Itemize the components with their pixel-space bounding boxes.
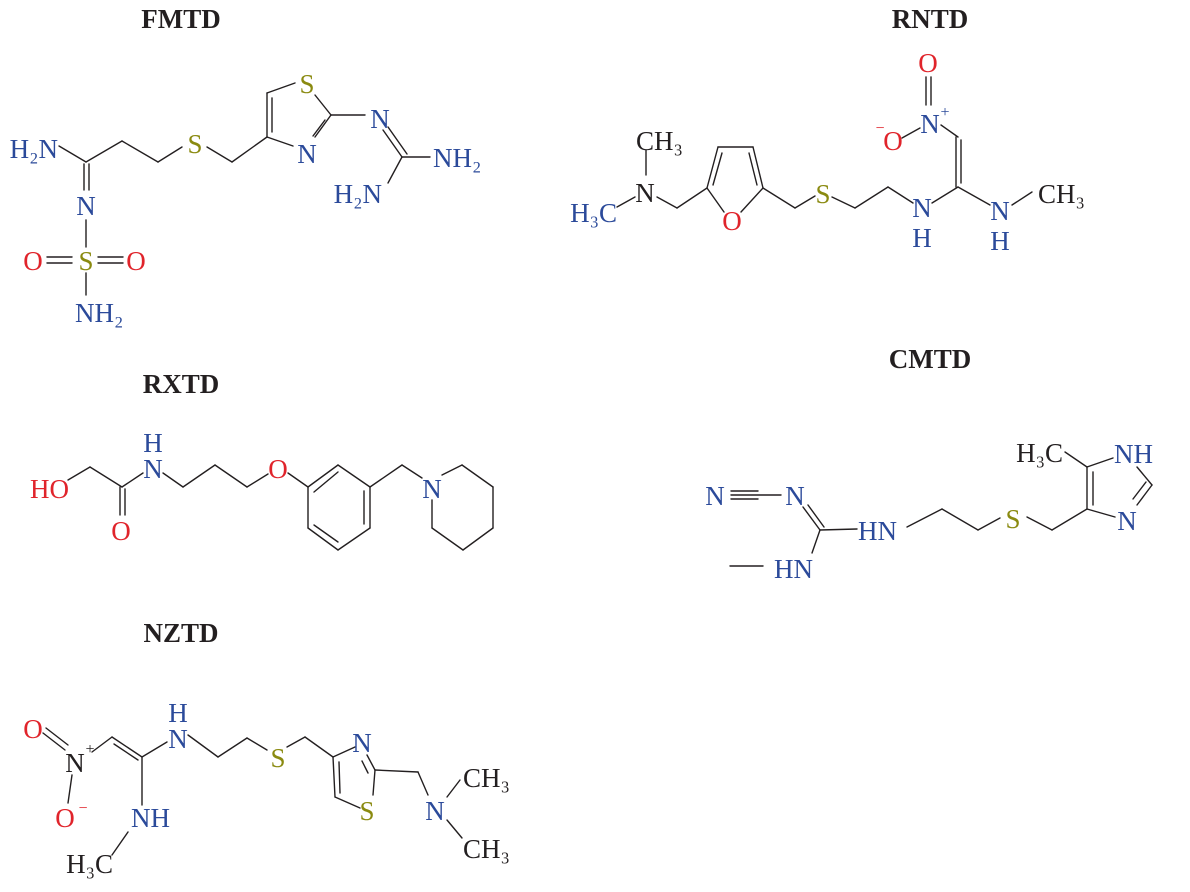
atom-label: H: [168, 698, 188, 728]
atom-label: CH₃: [463, 834, 510, 864]
bonds: [42, 727, 463, 856]
bonds: [729, 451, 1153, 567]
atom-label: O: [55, 803, 75, 833]
atom-label: H: [990, 226, 1010, 256]
molecule-cmtd: CMTD N N HN HN S NH N H₃C: [705, 344, 1153, 584]
molecule-nztd: NZTD O N + O − N H NH H₃C S N S N CH: [23, 618, 510, 879]
atom-label: S: [1005, 504, 1020, 534]
charge-minus: −: [875, 120, 884, 137]
molecule-rxtd: RXTD HO O N H O N: [30, 369, 494, 551]
atom-label: O: [23, 714, 43, 744]
atom-label: S: [815, 179, 830, 209]
atom-label: N: [422, 474, 442, 504]
atom-label: N: [705, 481, 725, 511]
atom-label: O: [23, 246, 43, 276]
atom-label: N: [635, 178, 655, 208]
atom-label: H: [912, 223, 932, 253]
atom-label: N: [912, 193, 932, 223]
atom-label: N: [297, 139, 317, 169]
atom-label: O: [111, 516, 131, 546]
atom-label: CH₃: [1038, 179, 1085, 209]
atom-label: HN: [774, 554, 813, 584]
atom-label: S: [270, 743, 285, 773]
atom-label: NH₂: [433, 143, 481, 173]
bonds: [616, 76, 1033, 213]
atom-label: H₃C: [1016, 438, 1063, 468]
atom-label: S: [299, 69, 314, 99]
atom-label: N: [143, 454, 163, 484]
atom-label: O: [722, 206, 742, 236]
title-cmtd: CMTD: [889, 344, 972, 374]
bonds: [46, 82, 431, 296]
atom-label: CH₃: [636, 126, 683, 156]
atom-label: H: [143, 428, 163, 458]
atom-label: N: [785, 481, 805, 511]
atom-label: NH₂: [75, 298, 123, 328]
atom-label: N: [920, 109, 940, 139]
atom-label: H₃C: [66, 849, 113, 879]
atom-label: O: [268, 454, 288, 484]
atom-label: N: [1117, 506, 1137, 536]
atom-label: H₂N: [10, 134, 58, 164]
atom-label: HN: [858, 516, 897, 546]
atom-label: N: [76, 191, 96, 221]
atom-label: HO: [30, 474, 69, 504]
atom-label: N: [168, 724, 188, 754]
bonds: [67, 464, 494, 551]
title-fmtd: FMTD: [141, 4, 220, 34]
atom-label: NH: [131, 803, 170, 833]
atom-label: S: [359, 796, 374, 826]
atom-label: O: [918, 48, 938, 78]
molecule-rntd: RNTD CH₃ N H₃C O S N H N + O O − N H: [570, 4, 1085, 256]
atom-label: N: [425, 796, 445, 826]
atom-label: S: [78, 246, 93, 276]
atom-label: CH₃: [463, 763, 510, 793]
title-rntd: RNTD: [892, 4, 969, 34]
atom-label: N: [370, 104, 390, 134]
atom-label: N: [990, 196, 1010, 226]
atom-label: O: [126, 246, 146, 276]
charge-plus: +: [85, 741, 94, 758]
atom-label: NH: [1114, 439, 1153, 469]
molecule-fmtd: FMTD H₂N N S O O NH₂ S S N N NH₂ H₂N: [10, 4, 482, 328]
title-rxtd: RXTD: [143, 369, 220, 399]
atom-label: N: [352, 728, 372, 758]
atom-label: N: [65, 748, 85, 778]
atom-label: H₃C: [570, 198, 617, 228]
atom-label: O: [883, 126, 903, 156]
title-nztd: NZTD: [143, 618, 218, 648]
charge-minus: −: [78, 800, 87, 817]
atom-label: H₂N: [334, 179, 382, 209]
atom-label: S: [187, 129, 202, 159]
charge-plus: +: [940, 104, 949, 121]
